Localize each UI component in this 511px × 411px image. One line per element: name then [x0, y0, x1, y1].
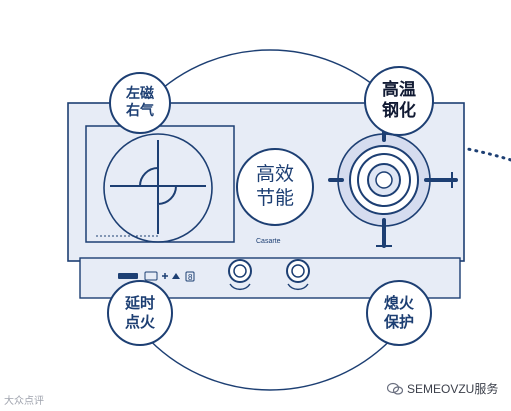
bubble-line-2: 节能 — [255, 187, 294, 209]
gas-burner — [328, 124, 458, 248]
induction-coil — [103, 133, 213, 243]
bubble-line-1: 熄火 — [383, 294, 414, 313]
watermark-text: 大众点评 — [4, 396, 44, 407]
knob-left[interactable] — [228, 259, 252, 290]
feature-delay-ignition: 延时点火 — [107, 280, 173, 346]
bubble-line-1: 高效 — [255, 163, 294, 186]
brand-logo: Casarte — [256, 238, 281, 245]
watermark: 大众点评 — [4, 392, 44, 407]
feature-left-induction-right-gas: 左磁右气 — [109, 72, 171, 134]
bubble-line-1: 左磁 — [126, 85, 154, 102]
bubble-line-2: 钢化 — [382, 101, 416, 121]
bubble-line-2: 点火 — [124, 313, 155, 331]
account-name: SEMEOVZU服务 — [407, 382, 499, 396]
bubble-line-2: 保护 — [383, 313, 414, 331]
timer-digit: 8 — [188, 273, 193, 282]
feature-energy-efficient: 高效节能 — [236, 148, 314, 226]
bubble-line-1: 高温 — [382, 79, 416, 100]
bubble-line-2: 右气 — [126, 103, 154, 119]
touch-controls — [118, 271, 195, 282]
induction-cross — [110, 140, 206, 234]
bubble-line-1: 延时 — [124, 294, 155, 313]
knob-right[interactable] — [286, 259, 310, 290]
wechat-icon — [387, 382, 403, 395]
feature-flameout-protection: 熄火保护 — [366, 280, 432, 346]
account-credit: SEMEOVZU服务 — [387, 380, 498, 397]
induction-zone — [85, 125, 235, 243]
feature-tempered-glass: 高温钢化 — [364, 66, 434, 136]
